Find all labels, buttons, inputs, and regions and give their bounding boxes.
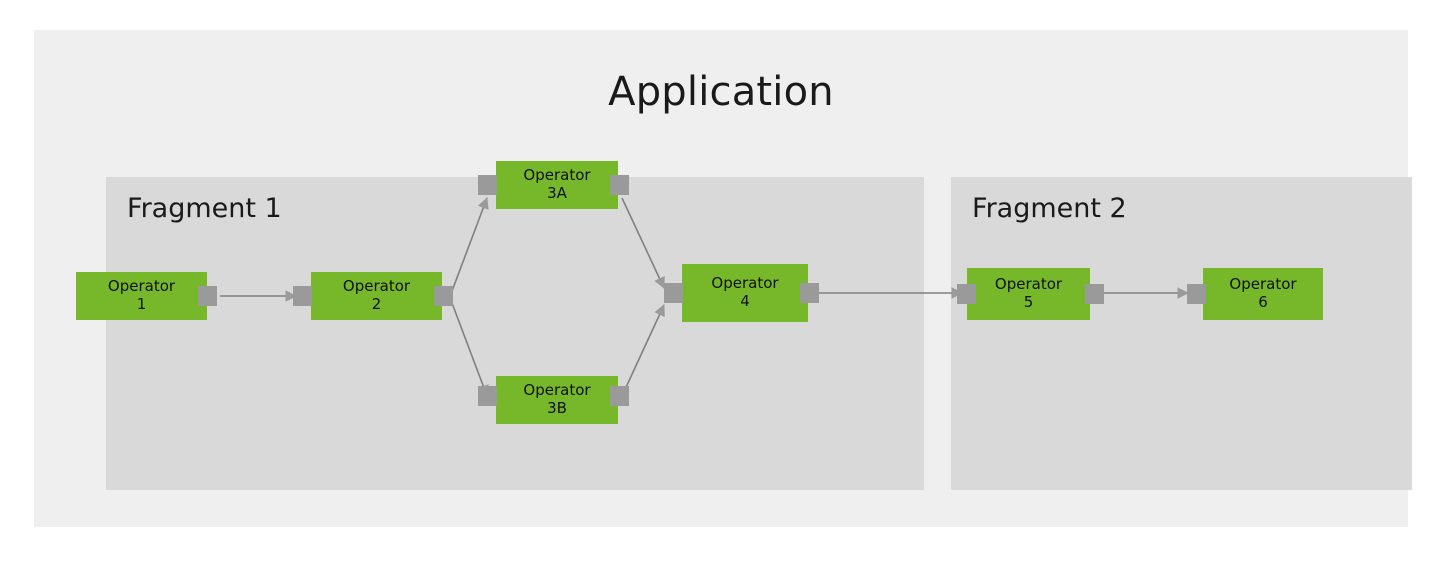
operator-4-input-port[interactable] — [664, 283, 683, 303]
operator-node-2[interactable]: Operator 2 — [311, 272, 442, 320]
operator-5-input-port[interactable] — [957, 284, 976, 304]
application-title: Application — [608, 69, 834, 115]
operator-2-output-port[interactable] — [434, 286, 453, 306]
operator-4-label: Operator 4 — [711, 274, 779, 310]
operator-node-4[interactable]: Operator 4 — [682, 264, 808, 322]
operator-3a-input-port[interactable] — [478, 175, 497, 195]
operator-node-6[interactable]: Operator 6 — [1203, 268, 1323, 320]
operator-node-3a[interactable]: Operator 3A — [496, 161, 618, 209]
operator-node-1[interactable]: Operator 1 — [76, 272, 207, 320]
operator-6-input-port[interactable] — [1187, 284, 1206, 304]
operator-4-output-port[interactable] — [800, 283, 819, 303]
operator-2-label: Operator 2 — [342, 277, 411, 313]
operator-3a-output-port[interactable] — [610, 175, 629, 195]
application-container: Application Fragment 1 Fragment 2 — [34, 30, 1412, 527]
operator-node-5[interactable]: Operator 5 — [967, 268, 1090, 320]
operator-2-input-port[interactable] — [293, 286, 312, 306]
operator-3a-label: Operator 3A — [523, 166, 591, 202]
operator-6-label: Operator 6 — [1229, 275, 1297, 311]
operator-5-label: Operator 5 — [994, 275, 1063, 311]
fragment-1-title: Fragment 1 — [127, 193, 282, 224]
operator-node-3b[interactable]: Operator 3B — [496, 376, 618, 424]
operator-3b-input-port[interactable] — [478, 386, 497, 406]
fragment-2-title: Fragment 2 — [972, 193, 1127, 224]
operator-3b-label: Operator 3B — [523, 381, 591, 417]
operator-3b-output-port[interactable] — [610, 386, 629, 406]
fragment-panel-1: Fragment 1 — [106, 177, 924, 490]
operator-1-output-port[interactable] — [198, 286, 217, 306]
operator-5-output-port[interactable] — [1085, 284, 1104, 304]
operator-1-label: Operator 1 — [107, 277, 176, 313]
fragment-panel-2: Fragment 2 — [951, 177, 1412, 490]
